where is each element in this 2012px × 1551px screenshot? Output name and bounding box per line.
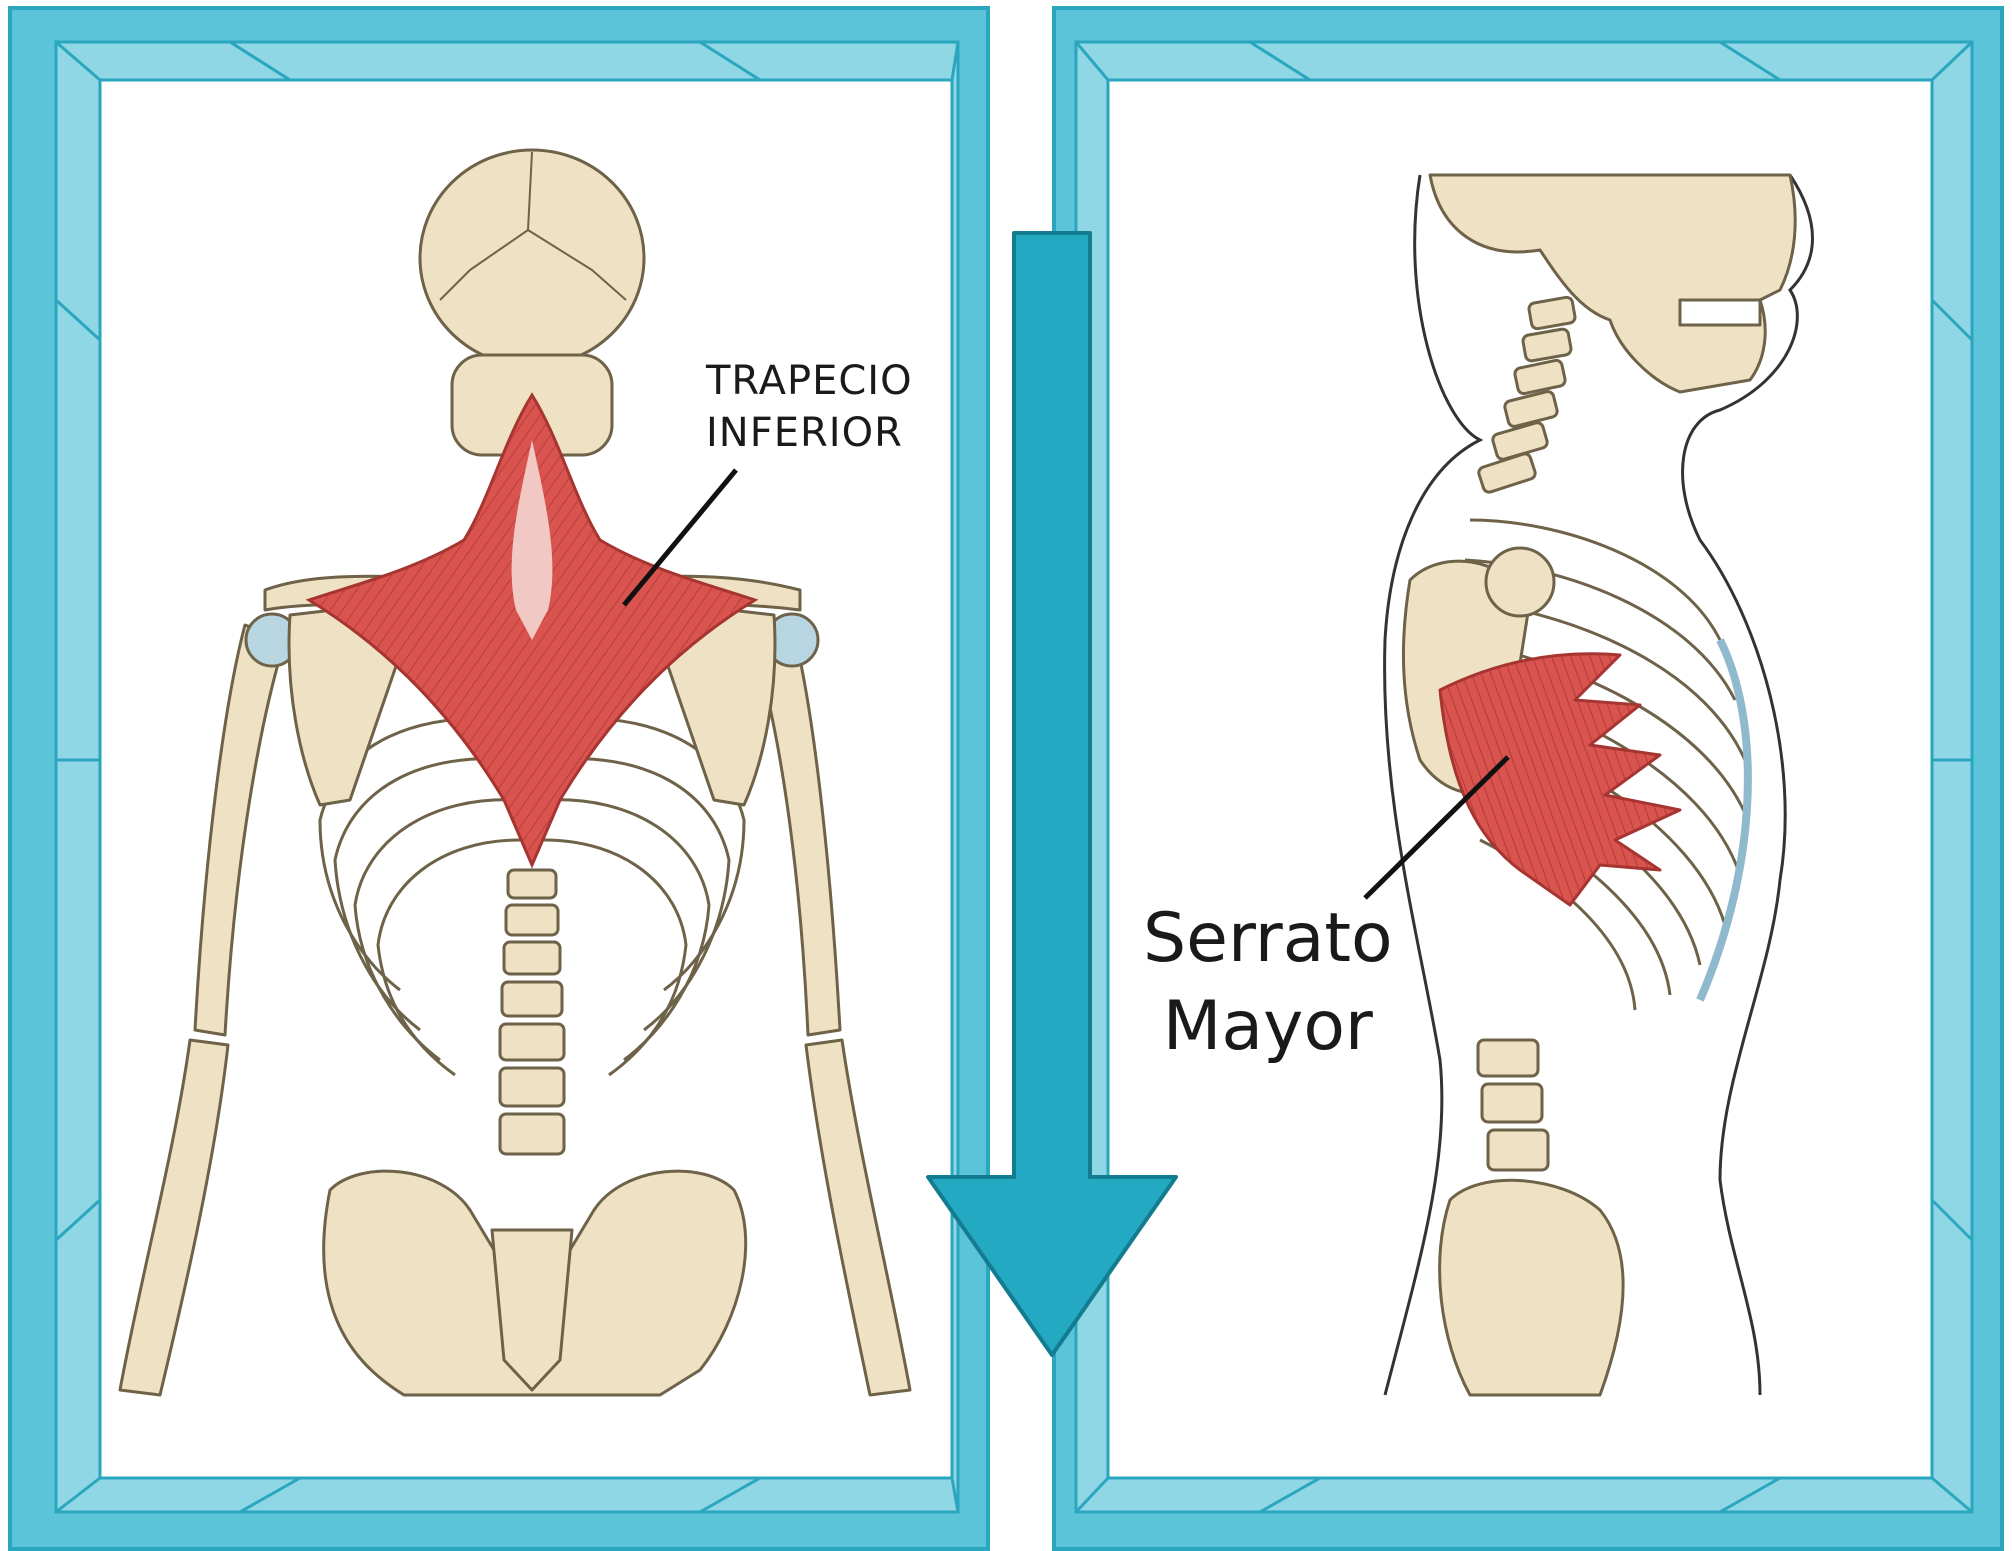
- lateral-pelvis: [1440, 1180, 1623, 1395]
- serrato-mayor-label: Serrato Mayor: [1143, 895, 1393, 1071]
- trapecio-label-line2: INFERIOR: [706, 407, 913, 459]
- trapecio-inferior-label: TRAPECIO INFERIOR: [706, 355, 913, 459]
- serrato-label-line1: Serrato: [1143, 895, 1393, 983]
- trapecio-label-line1: TRAPECIO: [706, 355, 913, 407]
- humeral-head: [1486, 548, 1554, 616]
- lumbar-spine: [1478, 1040, 1548, 1170]
- lateral-teeth: [1680, 300, 1760, 325]
- serrato-label-line2: Mayor: [1143, 983, 1393, 1071]
- skull: [420, 150, 644, 366]
